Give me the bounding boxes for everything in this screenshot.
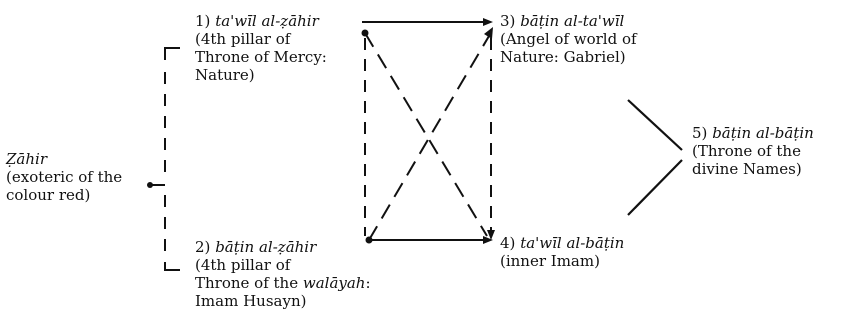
bracket-top-hook (164, 47, 180, 60)
edge-2-3-diagonal (368, 35, 490, 241)
node-3-title: bāṭin al-ta'wīl (520, 12, 625, 30)
node-1-number: 1) (195, 12, 211, 30)
node-2: 2) bāṭin al-ẓāhir (4th pillar of Throne … (195, 238, 371, 310)
node-2-line-3: Imam Husayn) (195, 292, 307, 310)
bracket-bottom-hook (164, 262, 180, 271)
edge-2-3-arrow (484, 27, 493, 39)
node-1-line-3: Nature) (195, 66, 255, 84)
connection-box (361, 18, 495, 244)
node-zahir-line-2: colour red) (6, 186, 91, 204)
edge-2-4-arrow (483, 236, 493, 244)
node2-dot (365, 236, 373, 244)
edge-3-5 (627, 99, 683, 151)
node-3-line-2: Nature: Gabriel) (500, 48, 626, 66)
node-4: 4) ta'wīl al-bāṭin (inner Imam) (500, 234, 624, 270)
node-4-title: ta'wīl al-bāṭin (520, 234, 625, 252)
node-1-title: ta'wīl al-ẓāhir (215, 12, 319, 30)
node-1: 1) ta'wīl al-ẓāhir (4th pillar of Throne… (195, 12, 327, 84)
node-5-line-1: (Throne of the (692, 142, 801, 160)
node-4-heading: 4) ta'wīl al-bāṭin (500, 234, 624, 252)
node-3-number: 3) (500, 12, 516, 30)
edge-3-4-arrow (487, 230, 495, 240)
node-5-number: 5) (692, 124, 708, 142)
edge-1-3-arrow (483, 18, 493, 26)
node-3-heading: 3) bāṭin al-ta'wīl (500, 12, 637, 30)
node-4-number: 4) (500, 234, 516, 252)
node1-dot (361, 29, 369, 37)
node-2-heading: 2) bāṭin al-ẓāhir (195, 238, 371, 256)
node-2-line-2-pre: Throne of the (195, 274, 303, 292)
node-5-line-2: divine Names) (692, 160, 802, 178)
node-1-heading: 1) ta'wīl al-ẓāhir (195, 12, 327, 30)
node-2-line-1: (4th pillar of (195, 256, 291, 274)
node-2-title: bāṭin al-ẓāhir (215, 238, 317, 256)
edge-4-5 (627, 159, 683, 216)
edge-1-4-diagonal (364, 32, 488, 237)
node-3-line-1: (Angel of world of (500, 30, 637, 48)
node-2-line-2-post: : (365, 274, 371, 292)
node-zahir-line-1: (exoteric of the (6, 168, 123, 186)
node-5: 5) bāṭin al-bāṭin (Throne of the divine … (692, 124, 814, 178)
node-1-line-1: (4th pillar of (195, 30, 291, 48)
node-5-heading: 5) bāṭin al-bāṭin (692, 124, 814, 142)
node-2-number: 2) (195, 238, 211, 256)
node-zahir: Ẓāhir (exoteric of the colour red) (6, 150, 122, 204)
zahir-bracket (147, 47, 180, 271)
node-3: 3) bāṭin al-ta'wīl (Angel of world of Na… (500, 12, 637, 66)
node-5-title: bāṭin al-bāṭin (712, 124, 814, 142)
node-1-line-2: Throne of Mercy: (195, 48, 327, 66)
node-2-line-2: Throne of the walāyah: (195, 274, 371, 292)
node-zahir-title: Ẓāhir (6, 150, 47, 168)
node-4-line-1: (inner Imam) (500, 252, 600, 270)
bracket-stub-dot (147, 182, 153, 188)
convergence-lines (627, 99, 683, 216)
node-2-line-2-italic: walāyah (302, 274, 366, 292)
